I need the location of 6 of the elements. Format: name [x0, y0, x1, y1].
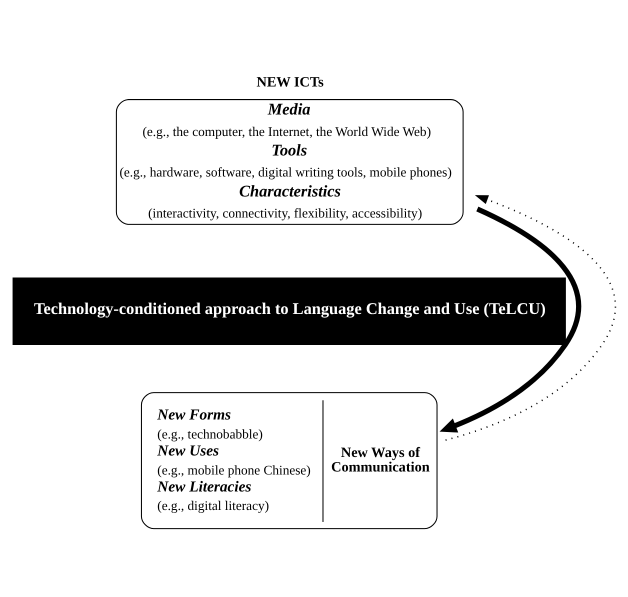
node-label: NEW ICTs: [256, 74, 324, 90]
node-box: Technology-conditioned approach to Language Change and Use (TeLCU): [12, 277, 566, 345]
node-box: New Forms (e.g., technobabble) New Uses (e.g., mobile phone Chinese) New Literacies (e.g., digital literacy) New Ways of Communication: [140, 392, 438, 529]
node-box: Media (e.g., the computer, the Internet, the World Wide Web) Tools (e.g., hardware, software, digital writing tools, mobile phones) Characteristics (interactivity, connectivity, flexibility, accessibility): [115, 98, 464, 224]
arrow: [444, 194, 616, 440]
arrow: [439, 206, 581, 432]
